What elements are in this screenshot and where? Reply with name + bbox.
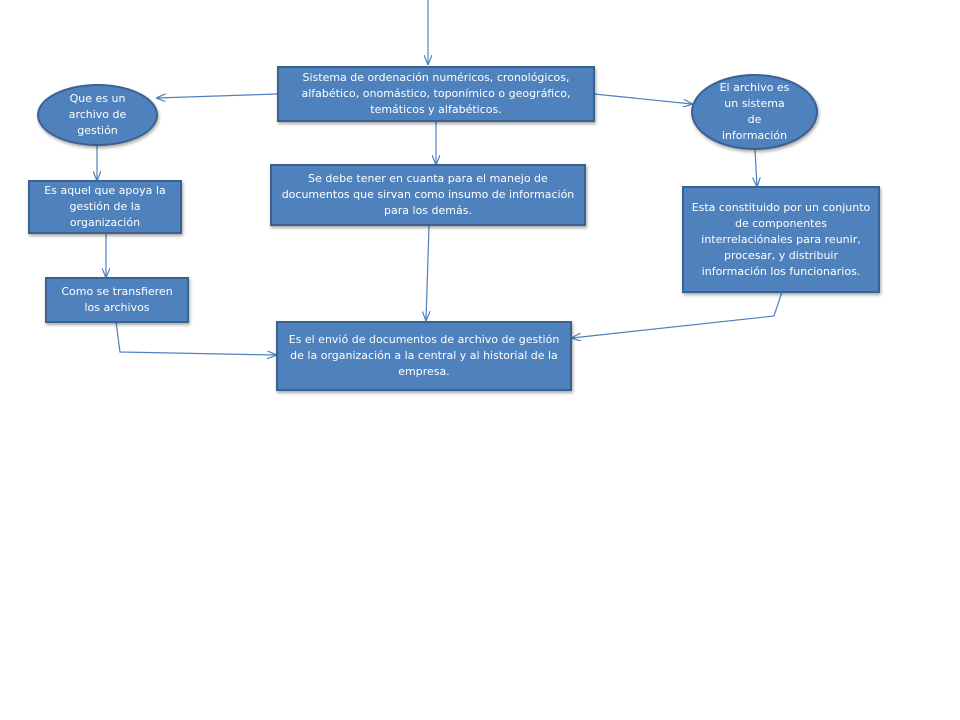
edge-como-se-to-es-el-envio <box>115 321 276 355</box>
node-es-aquel-text: Es aquel que apoya la gestión de la orga… <box>44 184 166 229</box>
edge-esta-constituido-to-es-el-envio <box>572 291 783 338</box>
node-archivo-sistema-info: El archivo es un sistema de información <box>691 74 818 150</box>
edge-se-debe-to-es-el-envio <box>426 225 429 320</box>
node-que-es-archivo: Que es un archivo de gestión <box>37 84 158 146</box>
node-es-el-envio-text: Es el envió de documentos de archivo de … <box>288 333 560 378</box>
node-se-debe-tener: Se debe tener en cuanta para el manejo d… <box>270 164 586 226</box>
edge-archivo-es-to-esta-constituido <box>755 149 757 186</box>
node-esta-constituido-text: Esta constituido por un conjunto de comp… <box>691 200 871 278</box>
node-archivo-sistema-info-text: El archivo es un sistema de información <box>719 81 790 142</box>
node-como-se-transfieren-text: Como se transfieren los archivos <box>61 285 173 314</box>
node-como-se-transfieren: Como se transfieren los archivos <box>45 277 189 323</box>
node-es-aquel: Es aquel que apoya la gestión de la orga… <box>28 180 182 234</box>
node-esta-constituido: Esta constituido por un conjunto de comp… <box>682 186 880 293</box>
node-es-el-envio: Es el envió de documentos de archivo de … <box>276 321 572 391</box>
node-que-es-archivo-text: Que es un archivo de gestión <box>68 92 127 137</box>
node-se-debe-tener-text: Se debe tener en cuanta para el manejo d… <box>281 172 575 217</box>
node-sistema-ordenacion-text: Sistema de ordenación numéricos, cronoló… <box>301 71 571 116</box>
node-sistema-ordenacion: Sistema de ordenación numéricos, cronoló… <box>277 66 595 122</box>
edge-sistema-to-que-es <box>157 93 278 98</box>
edge-sistema-to-archivo-es <box>593 93 692 104</box>
